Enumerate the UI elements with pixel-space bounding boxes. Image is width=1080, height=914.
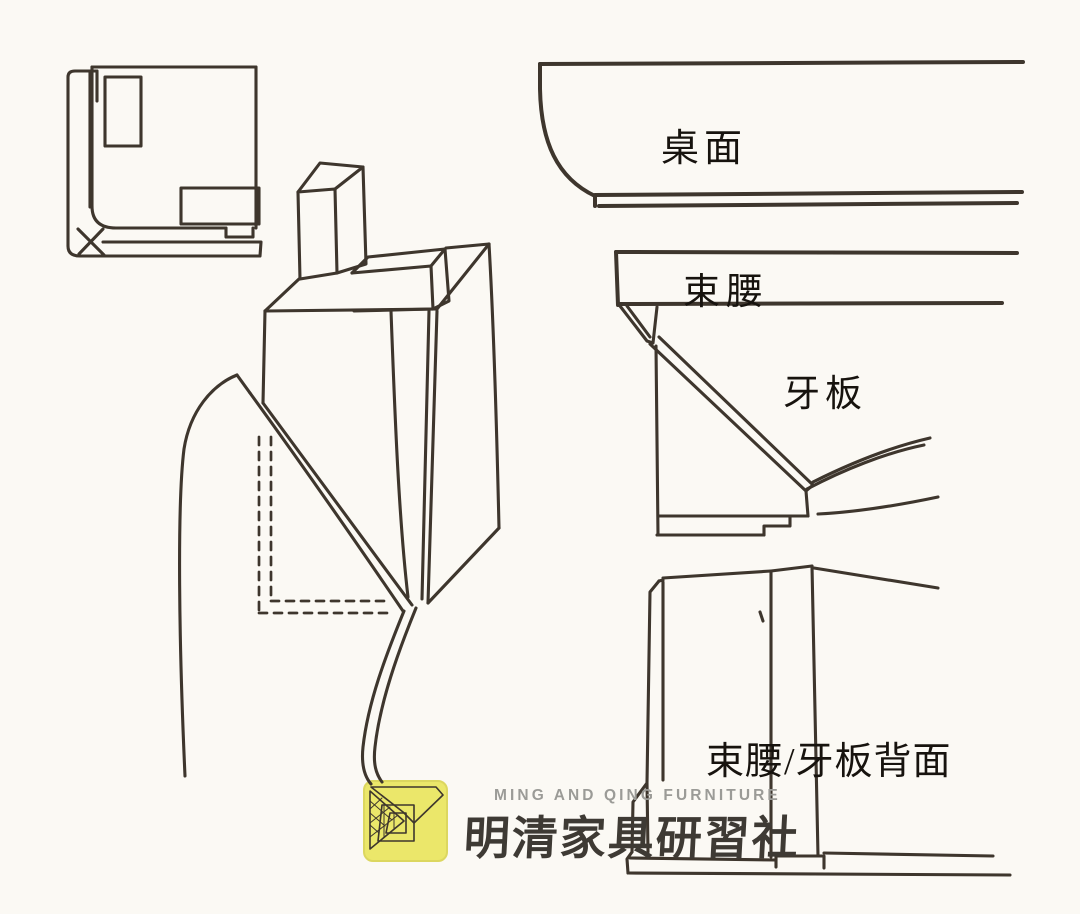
leg-front-left-edge xyxy=(261,309,267,405)
leg-arris-line-a xyxy=(420,309,431,601)
waist-left-edge xyxy=(614,250,620,307)
waist-tenon-top-face xyxy=(350,247,447,275)
waist-bottom-edge xyxy=(616,301,1004,306)
leg-top-fold-edge xyxy=(435,242,491,311)
leg-right-bottom-edge xyxy=(426,526,501,605)
leg-top-left-edge xyxy=(263,277,301,313)
miter-edge-outer xyxy=(248,391,405,613)
tabletop-top-edge xyxy=(538,60,1025,66)
tabletop-bottom-upper-edge xyxy=(593,190,1024,197)
back-right-top-edge xyxy=(812,566,940,590)
plan-outer-left-edge xyxy=(66,69,99,248)
plan-bottom-outer-edge xyxy=(66,240,263,258)
plan-miter-hatch-2 xyxy=(77,227,105,256)
back-stile-tick-mark xyxy=(758,610,765,623)
leg-top-back-edge xyxy=(444,242,491,250)
back-strip-inner-lower xyxy=(645,781,650,854)
miter-joint-logo-icon xyxy=(363,780,448,862)
apron-curve-b xyxy=(811,436,932,484)
back-stile-right-edge xyxy=(810,564,820,858)
leg-face-line xyxy=(389,309,410,599)
plan-bottom-notch xyxy=(224,226,255,239)
tall-tenon-front-face xyxy=(296,187,339,281)
waist-tenon-right-face xyxy=(431,247,451,311)
tabletop-profile-drawing xyxy=(538,60,1025,208)
apron-bottom-step xyxy=(762,514,792,537)
apron-right-drop xyxy=(804,489,810,518)
back-base-upper-left xyxy=(628,856,778,862)
apron-curve-c xyxy=(816,495,940,516)
plan-corner-fillet xyxy=(90,204,118,230)
leg-shoulder-beak xyxy=(235,373,252,395)
apron-miter-edge-inner xyxy=(657,335,815,487)
waist-apron-back-drawing xyxy=(625,564,1012,877)
tabletop-bottom-lower-edge xyxy=(597,201,1019,208)
back-strip-top-cap xyxy=(657,578,665,583)
plan-mortise-rect-bottom xyxy=(179,186,261,226)
waist-miter-beak-inner xyxy=(625,304,652,339)
back-base-lower xyxy=(626,871,1012,877)
miter-edge-inner xyxy=(261,401,414,607)
leg-right-edge xyxy=(487,242,501,530)
back-base-upper-right xyxy=(822,851,995,858)
back-stile-top-edge xyxy=(769,564,814,573)
waist-top-edge xyxy=(614,250,1019,255)
corner-plan-view-drawing xyxy=(66,65,263,258)
leg-arris-line-b xyxy=(426,309,439,605)
leg-lower-curve-b xyxy=(372,606,418,784)
back-left-base-corner xyxy=(625,850,634,875)
plan-mortise-rect-top xyxy=(103,75,143,148)
waist-miter-beak-outer xyxy=(618,304,659,345)
leg-outer-curve xyxy=(178,373,239,778)
leg-lower-curve-a xyxy=(360,609,406,786)
apron-profile-drawing xyxy=(648,335,940,537)
logo-icon-miter-shape xyxy=(369,786,444,850)
logo-icon-hatch-lines xyxy=(369,797,399,838)
apron-miter-edge-outer xyxy=(648,342,808,493)
tall-tenon-right-face xyxy=(335,165,368,275)
back-panel-top-edge xyxy=(661,569,773,580)
apron-left-edge xyxy=(654,344,660,537)
tabletop-front-curve xyxy=(538,62,597,198)
leg-tenon-perspective-drawing xyxy=(178,161,501,786)
back-strip-outer-edge xyxy=(630,579,661,854)
tall-tenon-top-face xyxy=(296,161,365,194)
waist-profile-drawing xyxy=(614,250,1019,345)
waist-tenon-front-face xyxy=(350,264,435,313)
back-stile-foot xyxy=(774,854,826,870)
apron-curve-a xyxy=(805,443,926,491)
